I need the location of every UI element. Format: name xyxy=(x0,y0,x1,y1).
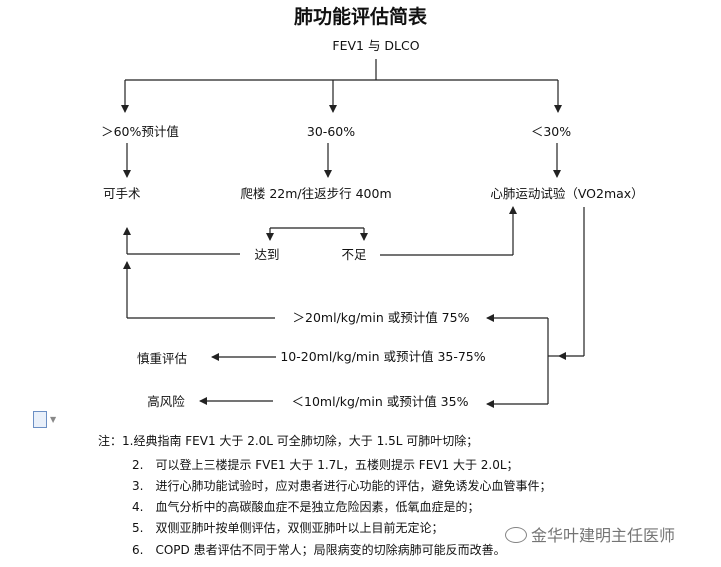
chevron-down-icon[interactable]: ▼ xyxy=(50,415,57,424)
node-vo2-mid: 10-20ml/kg/min 或预计值 35-75% xyxy=(280,349,486,364)
node-reach: 达到 xyxy=(254,247,280,262)
node-lt30: ＜30% xyxy=(530,124,572,139)
node-operable: 可手术 xyxy=(103,186,141,201)
note-line: 5. 双侧亚肺叶按单侧评估，双侧亚肺叶以上目前无定论； xyxy=(132,521,444,535)
node-cautious: 慎重评估 xyxy=(136,351,188,366)
page-title: 肺功能评估简表 xyxy=(293,6,427,28)
node-vo2-high: ＞20ml/kg/min 或预计值 75% xyxy=(292,310,470,325)
watermark-text: 金华叶建明主任医师 xyxy=(531,526,676,545)
node-high-risk: 高风险 xyxy=(147,394,185,409)
chat-bubble-icon xyxy=(505,527,527,543)
note-line: 4. 血气分析中的高碳酸血症不是独立危险因素，低氧血症是的； xyxy=(132,500,480,514)
node-cpet: 心肺运动试验（VO2max） xyxy=(490,186,644,201)
note-line: 6. COPD 患者评估不同于常人；局限病变的切除病肺可能反而改善。 xyxy=(132,543,506,557)
root-node: FEV1 与 DLCO xyxy=(332,38,420,53)
node-gt60: ＞60%预计值 xyxy=(101,124,179,139)
watermark: 金华叶建明主任医师 xyxy=(505,522,675,546)
note-line: 注：1.经典指南 FEV1 大于 2.0L 可全肺切除，大于 1.5L 可肺叶切… xyxy=(98,434,479,448)
note-line: 3. 进行心肺功能试验时，应对患者进行心功能的评估，避免诱发心血管事件； xyxy=(132,479,552,493)
node-vo2-low: ＜10ml/kg/min 或预计值 35% xyxy=(291,394,469,409)
note-line: 2. 可以登上三楼提示 FVE1 大于 1.7L，五楼则提示 FEV1 大于 2… xyxy=(132,458,519,472)
node-30-60: 30-60% xyxy=(306,124,356,139)
document-icon[interactable] xyxy=(33,411,47,428)
node-insufficient: 不足 xyxy=(341,247,367,262)
node-stair-climb: 爬楼 22m/往返步行 400m xyxy=(240,186,392,201)
